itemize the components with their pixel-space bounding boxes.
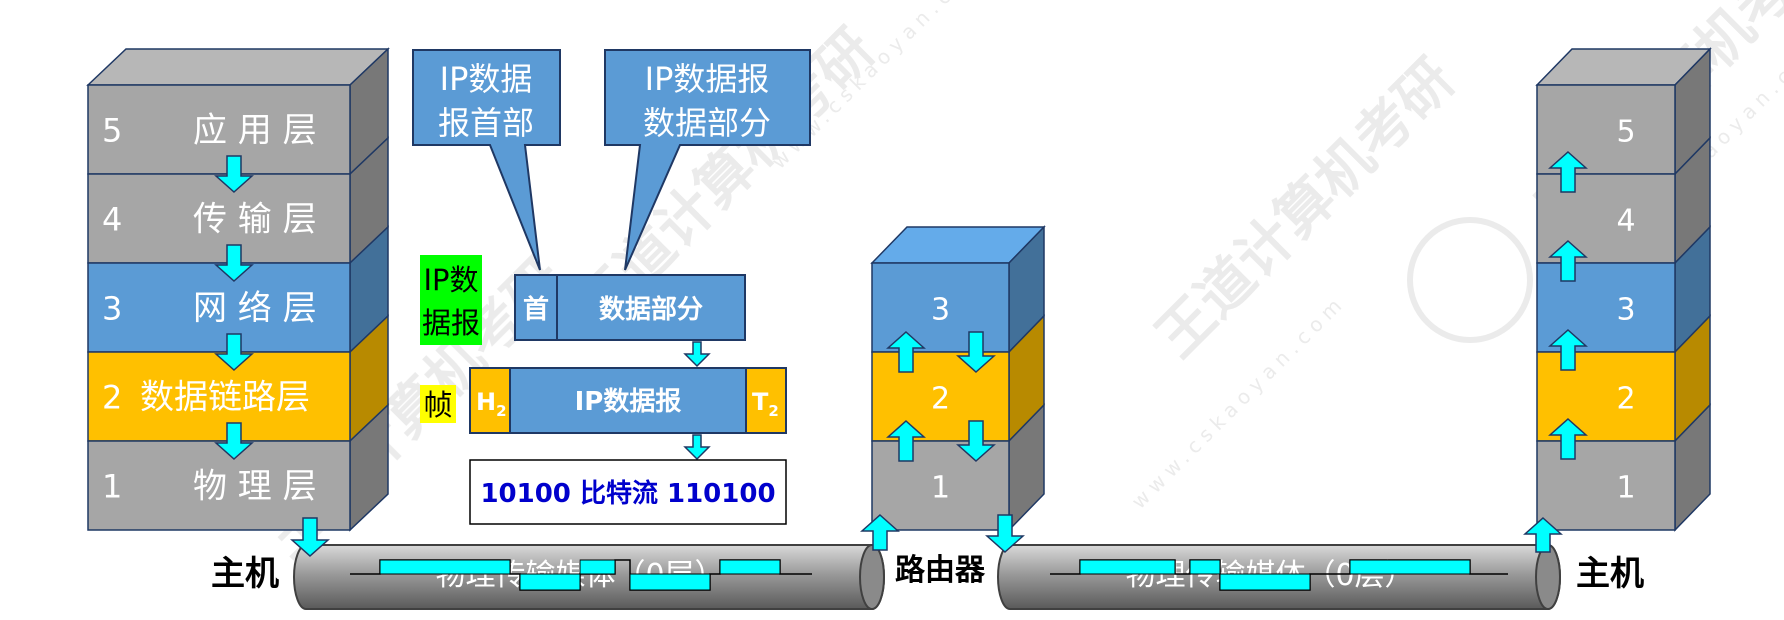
down-arrow-icon: [683, 434, 711, 461]
layer-number: 5: [102, 112, 122, 150]
right-host-stack: 5 4 3 2 1: [1535, 47, 1712, 532]
router-layer-number: 1: [931, 471, 950, 506]
router-stack: 3 2 1: [870, 225, 1046, 532]
layer-number: 3: [102, 290, 122, 328]
host-layer-number: 5: [1616, 115, 1635, 150]
up-arrow-icon: [1548, 239, 1588, 282]
up-arrow-icon: [886, 330, 926, 373]
frame-box: H2 IP数据报 T2: [469, 367, 787, 434]
undefined-layer-3: [87, 262, 351, 353]
bitstream-box: 10100 比特流 110100: [469, 459, 787, 525]
down-arrow-icon: [290, 517, 330, 558]
host-layer-number: 2: [1616, 382, 1635, 417]
link-arrows: [290, 513, 1563, 558]
data-callout-line2: 数据部分: [643, 104, 771, 142]
layer-number: 4: [102, 201, 122, 239]
up-arrow-icon: [860, 513, 900, 551]
header-callout-line1: IP数据: [440, 60, 533, 98]
datagram-tag: IP数 据报: [420, 255, 482, 345]
undefined-layer-4: [87, 173, 351, 264]
signal-pulses: [1079, 559, 1471, 591]
up-arrow-icon: [1548, 328, 1588, 371]
down-arrow-icon: [214, 422, 254, 461]
layer-name: 网 络 层: [193, 289, 317, 329]
layer-name: 数据链路层: [140, 378, 310, 418]
right-host-label: 主机: [1576, 554, 1644, 594]
left-host-stack: 5 应 用 层 4 传 输 层 3 网 络 层 2 数据链路层 1 物 理 层: [86, 47, 390, 532]
layer-number: 1: [102, 468, 122, 506]
host-layer-number: 4: [1616, 204, 1635, 239]
down-arrow-icon: [214, 155, 254, 194]
header-callout: IP数据 报首部: [412, 49, 561, 271]
layer-name: 传 输 层: [193, 200, 317, 240]
host-layer-number: 3: [1616, 293, 1635, 328]
ip-datagram-box: 首 数据部分: [514, 274, 746, 341]
physical-media-left: 物理传输媒体（0层）: [293, 544, 885, 610]
undefined-layer-1: [87, 440, 351, 531]
undefined-layer-2: [871, 351, 1010, 442]
data-callout: IP数据报 数据部分: [604, 49, 811, 271]
down-arrow-icon: [985, 514, 1025, 554]
frame-header-label: H2: [476, 388, 507, 420]
data-callout-line1: IP数据报: [645, 60, 770, 98]
up-arrow-icon: [1548, 417, 1588, 460]
router-layer-number: 3: [931, 293, 950, 328]
undefined-layer-3: [871, 262, 1010, 353]
undefined-layer-5: [87, 84, 351, 175]
frame-tag: 帧: [420, 385, 456, 423]
physical-media-right: 物理传输媒体（0层）: [997, 544, 1561, 610]
layer-number: 2: [102, 379, 122, 417]
undefined-layer-1: [871, 440, 1010, 531]
router-label: 路由器: [895, 553, 986, 588]
down-arrow-icon: [956, 331, 996, 374]
down-arrow-icon: [683, 341, 711, 368]
up-arrow-icon: [1548, 150, 1588, 193]
host-layer-number: 1: [1616, 471, 1635, 506]
layer-name: 应 用 层: [193, 111, 317, 151]
up-arrow-icon: [886, 419, 926, 462]
frame-trailer-label: T2: [752, 388, 779, 420]
bitstream-label: 10100 比特流 110100: [480, 478, 775, 509]
datagram-tag-line1: IP数: [423, 263, 478, 297]
down-arrow-icon: [956, 420, 996, 463]
undefined-top-face: [86, 48, 390, 86]
down-arrow-icon: [214, 244, 254, 283]
datagram-tag-line2: 据报: [422, 306, 480, 340]
layer-name: 物 理 层: [193, 467, 317, 507]
undefined-layer-2: [87, 351, 351, 442]
datagram-header-label: 首: [523, 294, 549, 325]
frame-tag-label: 帧: [423, 388, 452, 422]
datagram-data-label: 数据部分: [599, 295, 703, 325]
header-callout-line2: 报首部: [438, 104, 534, 142]
signal-pulses: [379, 559, 781, 591]
left-host-label: 主机: [211, 554, 279, 594]
watermark-seal: [1407, 217, 1533, 343]
down-arrow-icon: [214, 333, 254, 372]
frame-body-label: IP数据报: [575, 386, 682, 417]
undefined-layer-1: [1536, 440, 1676, 531]
router-layer-number: 2: [931, 382, 950, 417]
up-arrow-icon: [1523, 516, 1563, 553]
